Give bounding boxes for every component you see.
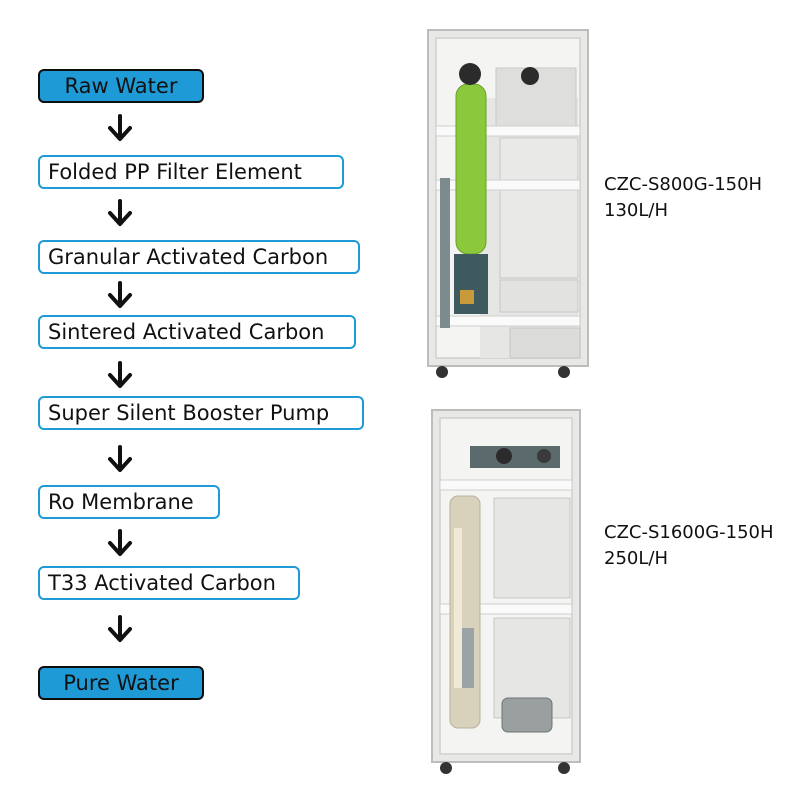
arrow-down-icon [108, 529, 132, 556]
raw-water-box: Raw Water [38, 69, 204, 103]
arrow-down-icon [108, 361, 132, 388]
sintered-carbon-box: Sintered Activated Carbon [38, 315, 356, 349]
product-capacity-label: 130L/H [604, 200, 668, 221]
t33-carbon-box: T33 Activated Carbon [38, 566, 300, 600]
arrow-down-icon [108, 199, 132, 226]
ro-cabinet-small-image [427, 29, 589, 378]
arrow-down-icon [108, 445, 132, 472]
pure-water-box: Pure Water [38, 666, 204, 700]
booster-pump-box: Super Silent Booster Pump [38, 396, 364, 430]
ro-membrane-box: Ro Membrane [38, 485, 220, 519]
granular-carbon-box: Granular Activated Carbon [38, 240, 360, 274]
ro-cabinet-large-image [431, 409, 581, 774]
folded-pp-filter-box: Folded PP Filter Element [38, 155, 344, 189]
arrow-down-icon [108, 114, 132, 141]
arrow-down-icon [108, 281, 132, 308]
product-model-label: CZC-S800G-150H [604, 174, 763, 195]
arrow-down-icon [108, 615, 132, 642]
product-model-label: CZC-S1600G-150H [604, 522, 774, 543]
product-capacity-label: 250L/H [604, 548, 668, 569]
